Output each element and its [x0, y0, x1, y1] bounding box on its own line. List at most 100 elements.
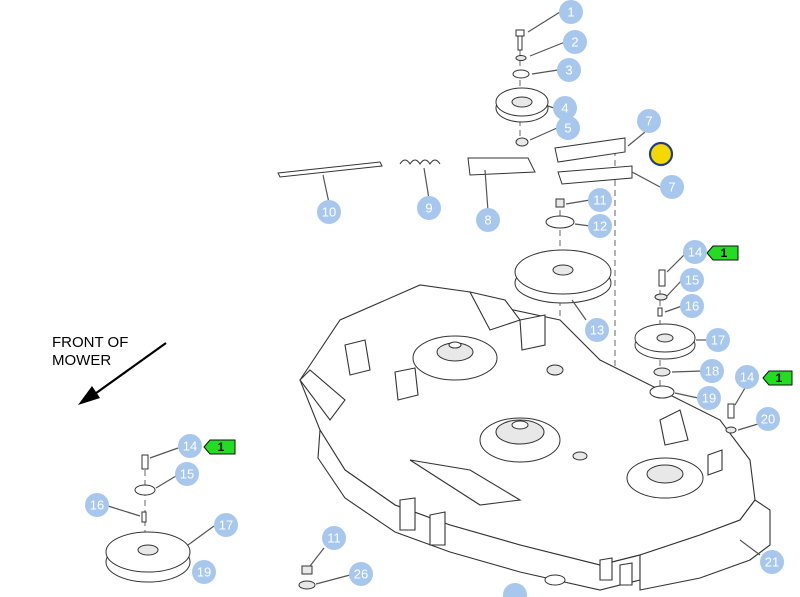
- callout-5[interactable]: 5: [556, 116, 580, 140]
- callout-14-far-right[interactable]: 14: [735, 365, 759, 389]
- callout-12[interactable]: 12: [588, 214, 612, 238]
- highlight-dot[interactable]: [648, 141, 674, 167]
- callout-3[interactable]: 3: [557, 58, 581, 82]
- idler-mount-stud: [572, 451, 588, 461]
- svg-text:11: 11: [593, 193, 607, 208]
- callout-1[interactable]: 1: [559, 0, 583, 24]
- quantity-tag: 1: [203, 439, 236, 455]
- washer-part-12: [545, 215, 575, 229]
- svg-text:8: 8: [484, 213, 491, 228]
- svg-text:11: 11: [327, 531, 341, 546]
- washer-part-3: [512, 69, 530, 79]
- callout-16-left[interactable]: 16: [85, 493, 109, 517]
- svg-text:3: 3: [565, 63, 572, 78]
- svg-text:19: 19: [197, 565, 211, 580]
- svg-text:14: 14: [740, 370, 754, 385]
- svg-text:4: 4: [561, 101, 568, 116]
- callout-21[interactable]: 21: [760, 550, 784, 574]
- front-direction-arrow: [78, 342, 167, 405]
- callout-4[interactable]: 4: [553, 96, 577, 120]
- svg-text:18: 18: [705, 364, 719, 379]
- svg-text:13: 13: [590, 323, 604, 338]
- washer-lower: [544, 574, 566, 586]
- callout-13[interactable]: 13: [585, 318, 609, 342]
- bolt-part-14-right: [658, 269, 666, 287]
- front-of-mower-label: FRONT OF MOWER: [52, 334, 128, 369]
- svg-text:16: 16: [90, 498, 104, 513]
- svg-text:16: 16: [685, 299, 699, 314]
- spacer-part-18: [653, 367, 671, 377]
- key-part-16-left: [141, 511, 147, 523]
- right-spindle-housing: [626, 457, 704, 499]
- washer-part-26: [298, 580, 316, 590]
- nut-part-11-lower: [301, 565, 313, 575]
- callout-15-left[interactable]: 15: [175, 462, 199, 486]
- svg-text:21: 21: [765, 555, 779, 570]
- callout-20[interactable]: 20: [756, 407, 780, 431]
- svg-text:17: 17: [219, 518, 233, 533]
- rod-part-10: [277, 161, 383, 178]
- key-part-16-right: [657, 307, 663, 317]
- svg-text:7: 7: [645, 114, 652, 129]
- callout-9[interactable]: 9: [417, 196, 441, 220]
- center-spindle-housing: [479, 417, 561, 463]
- callout-17-right[interactable]: 17: [706, 328, 730, 352]
- callout-19-left[interactable]: 19: [192, 560, 216, 584]
- callout-8[interactable]: 8: [476, 208, 500, 232]
- quantity-tag: 1: [706, 245, 739, 261]
- quantity-tag: 1: [762, 370, 793, 386]
- bushing-part-19-right: [649, 385, 675, 399]
- svg-text:26: 26: [354, 567, 368, 582]
- spindle-pulley-part-17-right: [634, 323, 696, 360]
- svg-text:14: 14: [688, 245, 702, 260]
- left-spindle-housing: [412, 335, 498, 381]
- quantity-tag-text: 1: [776, 371, 783, 385]
- spindle-pulley-part-17-left: [105, 531, 191, 583]
- callout-7-lower[interactable]: 7: [660, 175, 684, 199]
- callout-11-upper[interactable]: 11: [588, 188, 612, 212]
- idler-arm-part-8: [467, 157, 536, 176]
- svg-text:10: 10: [322, 205, 336, 220]
- front-label-line1: FRONT OF: [52, 334, 128, 351]
- svg-text:5: 5: [564, 121, 571, 136]
- svg-text:1: 1: [567, 5, 574, 20]
- front-label-line2: MOWER: [52, 352, 111, 369]
- callout-19-right[interactable]: 19: [697, 386, 721, 410]
- callout-7-upper[interactable]: 7: [637, 109, 661, 133]
- svg-text:17: 17: [711, 333, 725, 348]
- svg-text:20: 20: [761, 412, 775, 427]
- washer-part-20: [725, 426, 737, 434]
- svg-text:15: 15: [685, 273, 699, 288]
- quantity-tag-text: 1: [721, 246, 728, 260]
- callout-11-lower[interactable]: 11: [322, 526, 346, 550]
- callout-26[interactable]: 26: [349, 562, 373, 586]
- svg-text:15: 15: [180, 467, 194, 482]
- spacer-part-5: [515, 137, 529, 147]
- callout-14-left[interactable]: 14: [178, 434, 202, 458]
- callout-2[interactable]: 2: [563, 30, 587, 54]
- nut-part-11: [555, 198, 565, 208]
- svg-text:9: 9: [425, 201, 432, 216]
- drive-pulley-part-13: [514, 249, 612, 304]
- callout-10[interactable]: 10: [317, 200, 341, 224]
- callout-14-right[interactable]: 14: [683, 240, 707, 264]
- callout-16-right[interactable]: 16: [680, 294, 704, 318]
- quantity-tag-text: 1: [218, 440, 225, 454]
- bolt-part-14-far-right: [727, 403, 735, 419]
- leader-lines: [107, 11, 761, 585]
- callout-18[interactable]: 18: [700, 359, 724, 383]
- callout-partial[interactable]: [503, 583, 527, 597]
- svg-text:19: 19: [702, 391, 716, 406]
- washer-part-15-left: [134, 484, 156, 496]
- spacer-plates-part-7: [554, 137, 633, 185]
- washer-part-2: [515, 55, 527, 61]
- svg-text:14: 14: [183, 439, 197, 454]
- svg-text:7: 7: [668, 180, 675, 195]
- callout-15-right[interactable]: 15: [680, 268, 704, 292]
- idler-pulley-part-4: [495, 87, 549, 123]
- callout-17-left[interactable]: 17: [214, 513, 238, 537]
- extension-spring-part-9: [399, 159, 441, 165]
- svg-text:12: 12: [593, 219, 607, 234]
- bolt-part-14-left: [141, 454, 149, 470]
